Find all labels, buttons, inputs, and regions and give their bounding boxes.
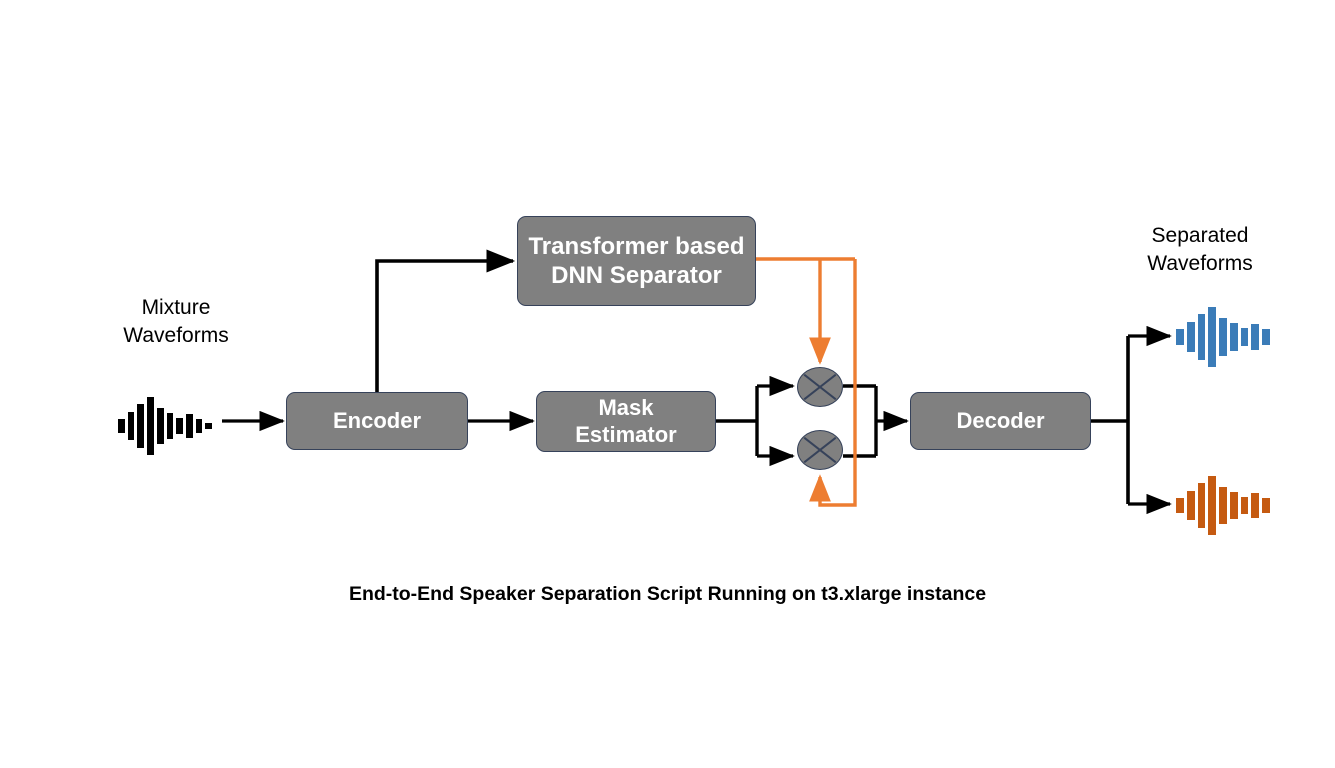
arrow-mask-to-multiply-bottom-orange xyxy=(809,259,857,507)
multiply-node-top[interactable] xyxy=(797,367,843,407)
waveform-speaker-1-icon xyxy=(1175,306,1271,368)
block-encoder[interactable]: Encoder xyxy=(286,392,468,450)
arrow-encoder-to-separator xyxy=(375,249,516,392)
figure-caption: End-to-End Speaker Separation Script Run… xyxy=(348,583,987,605)
label-separated-waveforms: Separated Waveforms xyxy=(1147,224,1253,276)
label-mixture-waveforms: Mixture Waveforms xyxy=(123,296,229,348)
block-transformer-dnn-separator[interactable]: Transformer based DNN Separator xyxy=(517,216,756,306)
waveform-speaker-2-icon xyxy=(1175,474,1271,536)
block-mask-estimator[interactable]: Mask Estimator xyxy=(536,391,716,452)
block-decoder[interactable]: Decoder xyxy=(910,392,1091,450)
waveform-mixture-icon xyxy=(117,395,213,457)
multiply-node-bottom[interactable] xyxy=(797,430,843,470)
